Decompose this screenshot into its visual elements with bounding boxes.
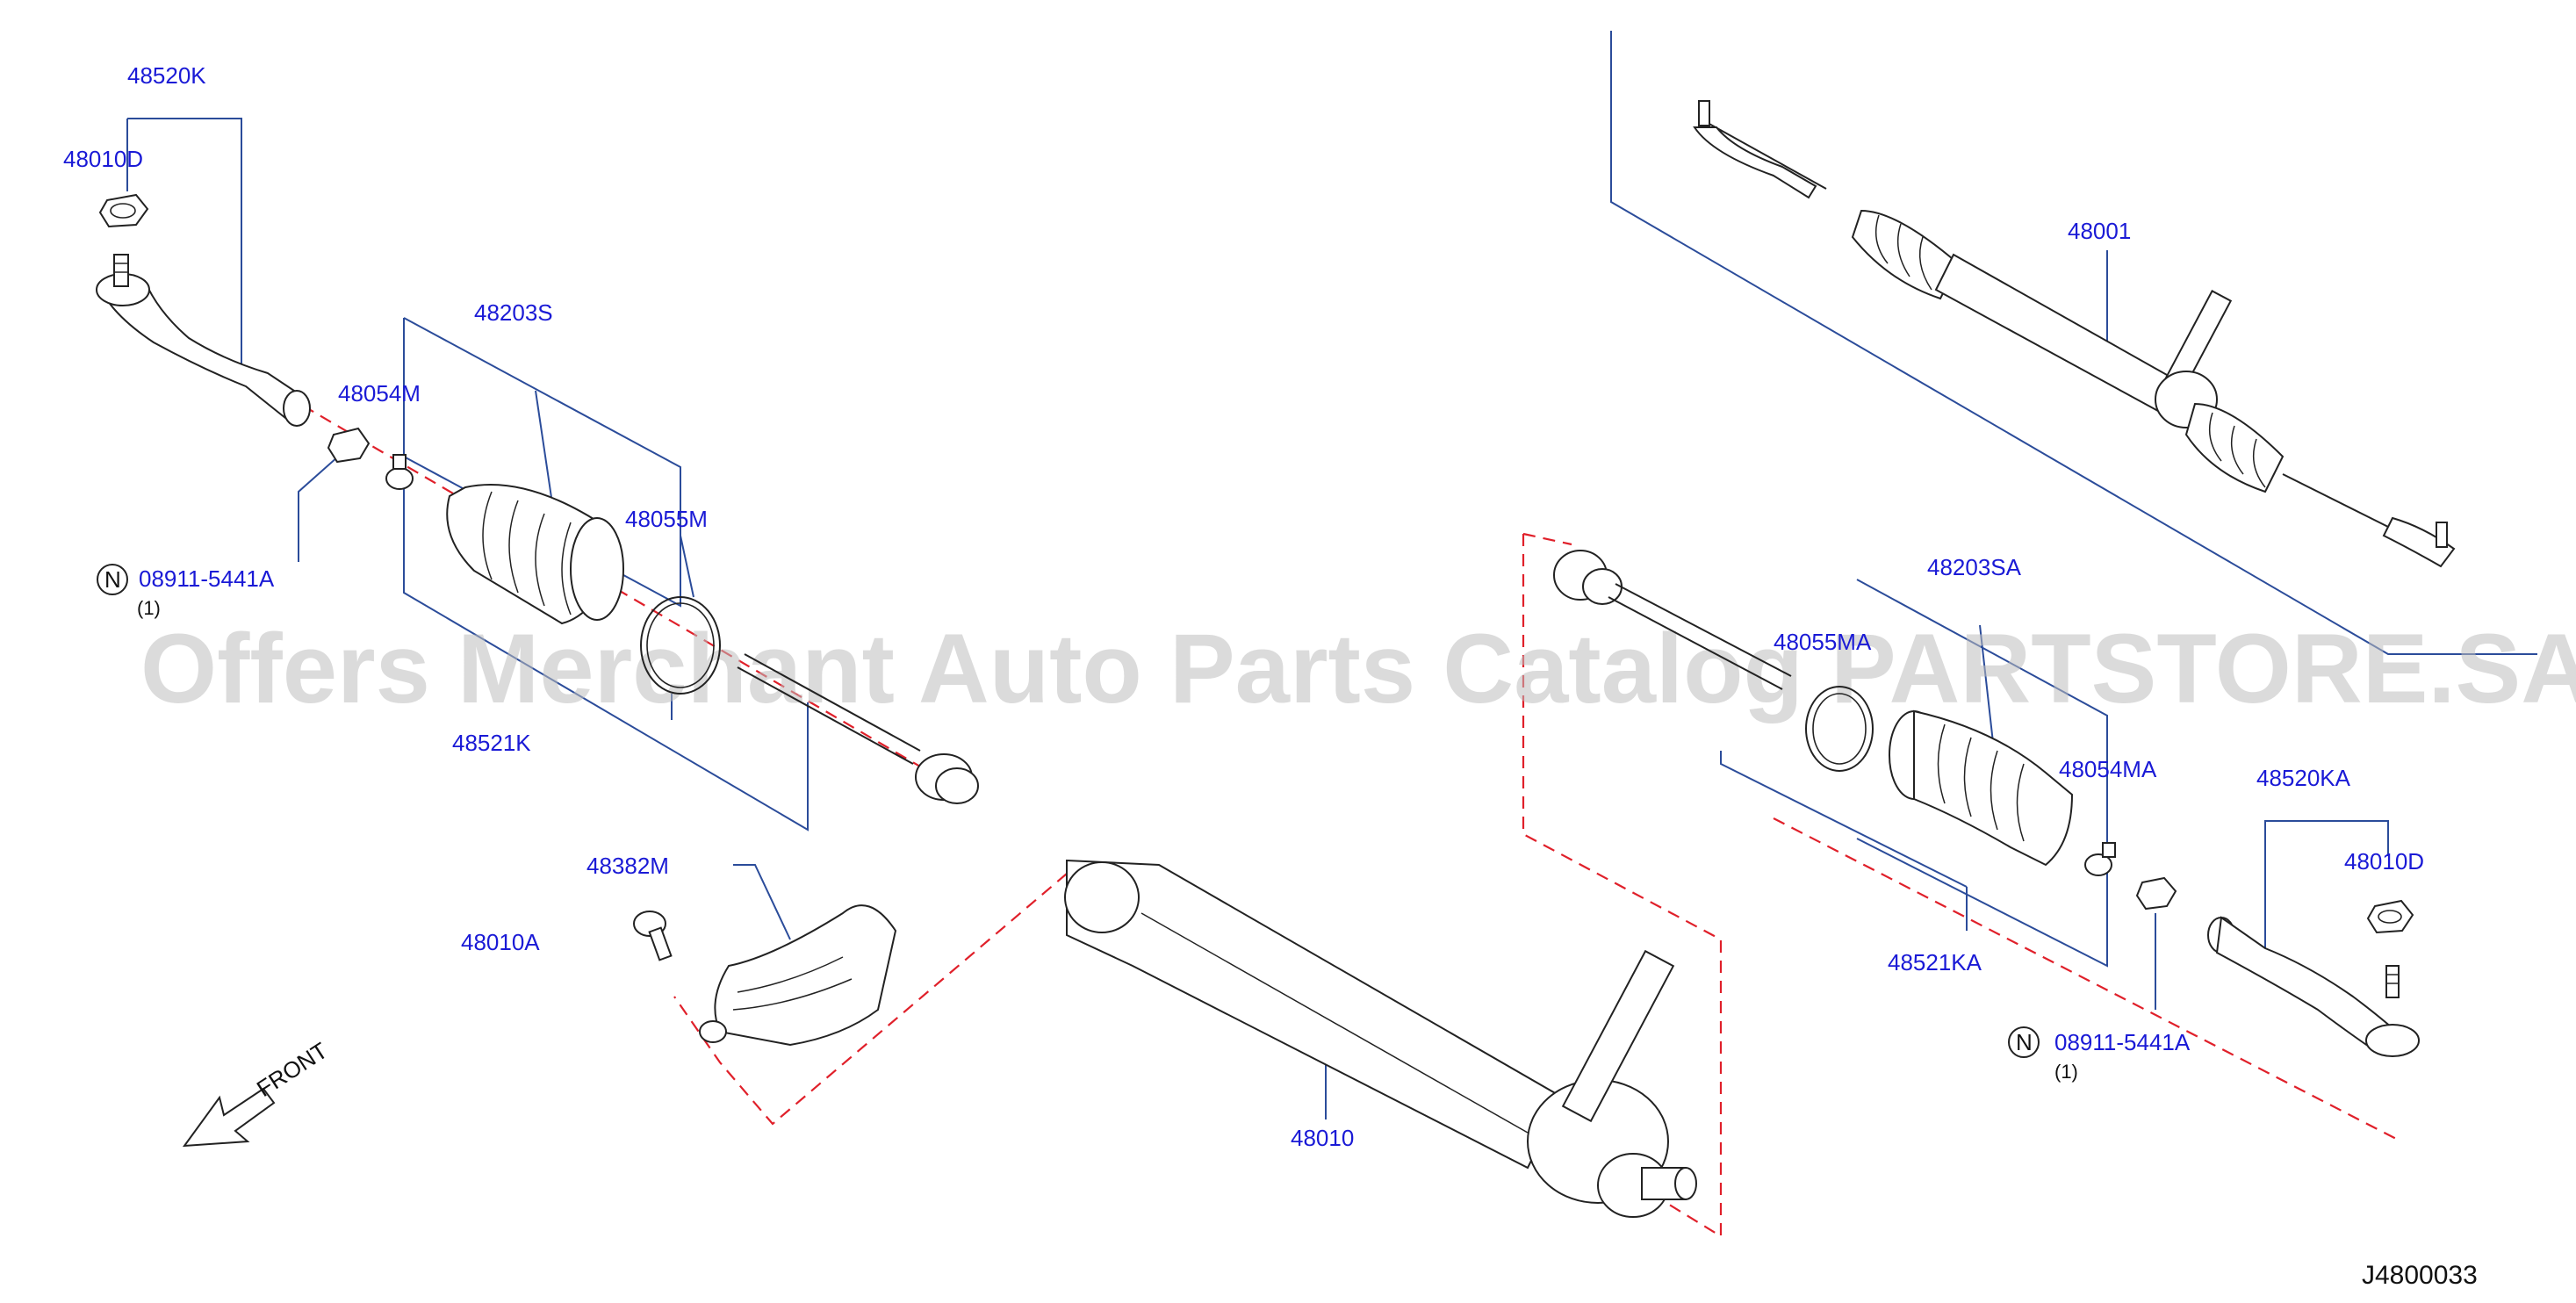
label-48055ma[interactable]: 48055MA: [1774, 629, 1872, 655]
boot-48203s[interactable]: [446, 484, 624, 625]
label-48203sa[interactable]: 48203SA: [1927, 554, 2022, 580]
cover-48382m[interactable]: [699, 904, 897, 1047]
label-48001[interactable]: 48001: [2068, 218, 2131, 244]
qty-left: (1): [137, 597, 161, 619]
leader-lines: [126, 31, 2537, 1119]
clamp-48054m[interactable]: [385, 454, 414, 490]
svg-text:N: N: [104, 566, 121, 593]
label-08911-right[interactable]: 08911-5441A: [2054, 1029, 2191, 1055]
note-symbol-right: N: [2008, 1026, 2040, 1058]
label-48521ka[interactable]: 48521KA: [1888, 949, 1982, 975]
rack-housing-48010[interactable]: [1064, 859, 1697, 1218]
label-48054m[interactable]: 48054M: [338, 380, 421, 407]
svg-text:N: N: [2016, 1029, 2033, 1055]
part-labels: 48520K 48010D 48203S 48054M 48055M 48521…: [63, 62, 2424, 1151]
label-48054ma[interactable]: 48054MA: [2059, 756, 2157, 782]
nut-08911-left[interactable]: [327, 427, 371, 464]
boot-48203sa[interactable]: [1889, 709, 2074, 867]
tie-rod-end-right[interactable]: [2207, 916, 2420, 1057]
qty-right: (1): [2054, 1061, 2078, 1083]
gear-assembly-48001[interactable]: [1693, 100, 2456, 568]
inner-rod-48521k[interactable]: [737, 653, 979, 804]
nut-08911-right[interactable]: [2135, 876, 2177, 911]
front-arrow-icon: [182, 1087, 276, 1148]
label-48010d-right[interactable]: 48010D: [2344, 848, 2424, 875]
label-08911-left[interactable]: 08911-5441A: [139, 565, 275, 592]
label-48520ka[interactable]: 48520KA: [2256, 765, 2351, 791]
label-48521k[interactable]: 48521K: [452, 730, 531, 756]
clamp-48054ma[interactable]: [2084, 842, 2116, 876]
nut-48010d-left[interactable]: [98, 193, 149, 228]
label-48010a[interactable]: 48010A: [461, 929, 540, 955]
assembly-dashed-lines: [302, 405, 2402, 1238]
tie-rod-end-left[interactable]: [96, 254, 311, 427]
band-48055ma[interactable]: [1805, 686, 1874, 772]
label-48010d-left[interactable]: 48010D: [63, 146, 143, 172]
front-label: FRONT: [252, 1037, 333, 1102]
label-48520k[interactable]: 48520K: [127, 62, 206, 89]
bolt-48010a[interactable]: [633, 911, 673, 961]
nut-48010d-right[interactable]: [2366, 899, 2414, 934]
drawing-id: J4800033: [2362, 1261, 2478, 1290]
label-48203s[interactable]: 48203S: [474, 299, 553, 326]
label-48055m[interactable]: 48055M: [625, 506, 708, 532]
watermark-text: Offers Merchant Auto Parts Catalog PARTS…: [140, 614, 2576, 723]
inner-rod-48521ka[interactable]: [1553, 550, 1792, 690]
note-symbol-left: N: [97, 564, 128, 595]
label-48382m[interactable]: 48382M: [586, 853, 669, 879]
label-48010[interactable]: 48010: [1291, 1125, 1354, 1151]
band-48055m[interactable]: [640, 596, 721, 695]
